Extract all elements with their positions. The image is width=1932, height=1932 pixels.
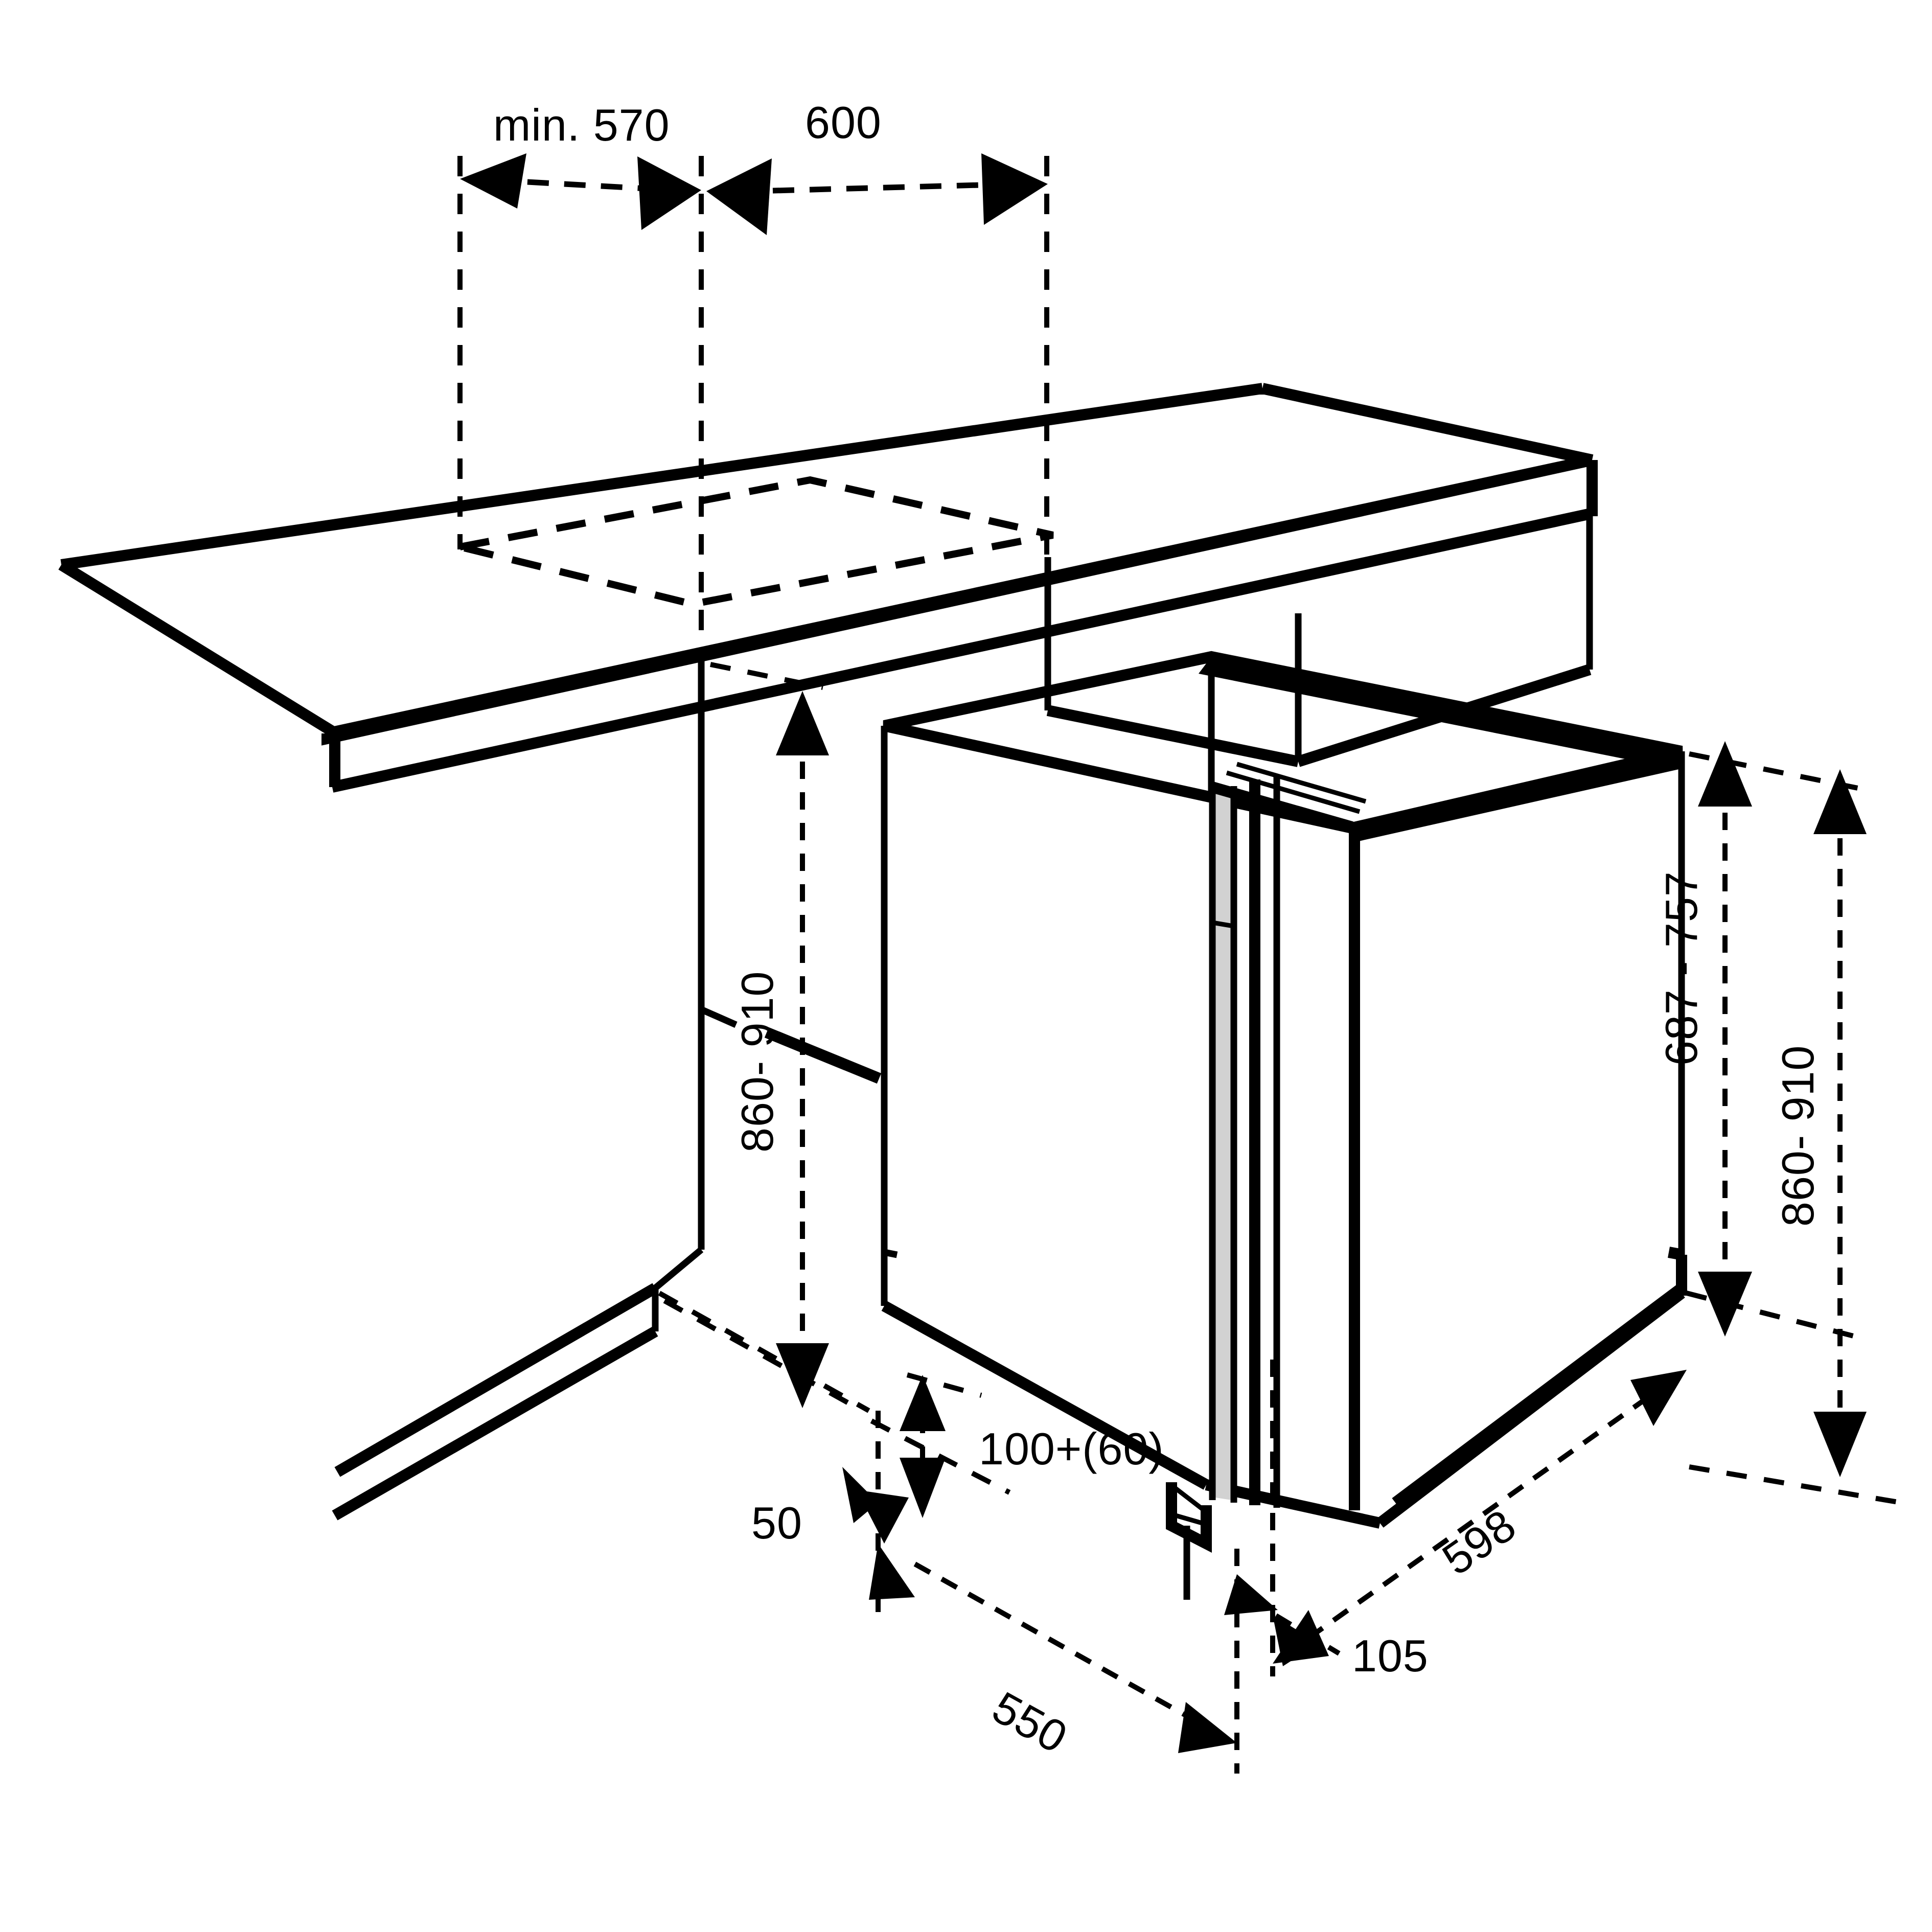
dim-label-50: 50 — [751, 1498, 802, 1548]
door-top-band-c — [1236, 762, 1367, 804]
furniture-door — [1209, 762, 1367, 1508]
worktop-front-face-top — [321, 454, 1594, 746]
arrow-687-up — [1698, 741, 1752, 807]
arrow-105-up — [1224, 1574, 1278, 1615]
door-top-band-a — [1210, 781, 1354, 833]
appliance-bottom-left-slope — [881, 1301, 1209, 1490]
dim-label-plinth: 100+(60) — [979, 1423, 1164, 1474]
appliance-top-rim-front — [1349, 751, 1682, 843]
arrow-600-left — [706, 158, 772, 235]
dim-label-860-910-left: 860- 910 — [732, 971, 783, 1153]
dim-door-projection: 105 — [1224, 1360, 1429, 1681]
arrow-50-down — [857, 1490, 909, 1544]
dim-label-600: 600 — [805, 97, 882, 148]
dim-plinth-height: 100+(60) — [900, 1372, 1164, 1518]
dim-label-860-910-right: 860- 910 — [1773, 1045, 1823, 1227]
dim-line-550 — [913, 1561, 1200, 1725]
arrow-598-right — [1630, 1370, 1687, 1426]
appliance-right-bottom-tick — [1667, 1247, 1684, 1260]
cabinet-side-panel — [332, 659, 882, 1521]
ext-plinth-top — [906, 1372, 982, 1398]
ext-50-upper — [658, 1291, 870, 1413]
dim-front-offset: 50 — [658, 1291, 1011, 1625]
worktop-cutout — [459, 476, 1054, 608]
foot-bracket-diag-a — [1174, 1486, 1204, 1511]
arrow-600-right — [981, 153, 1048, 225]
ext-50-lower — [870, 1418, 1011, 1495]
arrow-plinth-up — [900, 1375, 946, 1431]
dim-label-min570: min. 570 — [493, 100, 670, 150]
worktop-top-back-edge — [60, 383, 1263, 570]
worktop-top-right-edge — [1261, 383, 1594, 466]
arrow-860R-up — [1813, 769, 1867, 834]
appliance-left-notch — [883, 1249, 898, 1258]
arrow-550-left — [869, 1544, 915, 1600]
arrow-min570-left — [460, 153, 526, 209]
dim-worktop-height-right: 860- 910 — [1689, 769, 1902, 1505]
arrow-550-right — [1178, 1702, 1237, 1753]
worktop — [58, 383, 1598, 793]
side-panel-tick-upper — [700, 1006, 738, 1028]
worktop-front-bottom-edge — [331, 508, 1592, 793]
ext-860L-top — [709, 662, 824, 690]
side-panel-shelf-line — [764, 1027, 882, 1084]
door-reveal-gap — [1215, 787, 1232, 1500]
dim-label-105: 105 — [1352, 1630, 1429, 1681]
appliance-top-rim-highlight — [1199, 657, 1682, 767]
dishwasher-body — [881, 651, 1687, 1529]
dim-line-600 — [735, 181, 1018, 195]
side-panel-plinth-bottom — [332, 1326, 658, 1521]
niche-back-floor-left — [1046, 705, 1300, 767]
arrow-min570-right — [637, 156, 701, 230]
arrow-860L-up — [776, 691, 829, 755]
ext-687-top — [1689, 751, 1866, 792]
appliance-base-outer — [1376, 1289, 1685, 1528]
dim-door-panel-height: 687 - 757 — [1656, 741, 1867, 1342]
cutout-outline — [459, 476, 1054, 608]
side-panel-bottom-notch — [653, 1247, 704, 1291]
door-top-band-b — [1226, 770, 1361, 814]
arrow-plinth-down — [900, 1458, 946, 1518]
door-reveal-tick — [1212, 920, 1234, 929]
worktop-left-cut-top — [58, 560, 340, 740]
top-dimension-chain: min. 570 600 — [457, 97, 1049, 664]
foot-bracket-diag-b — [1175, 1513, 1203, 1526]
dim-label-687-757: 687 - 757 — [1656, 871, 1707, 1066]
dim-line-598 — [1307, 1393, 1652, 1641]
arrow-860R-down — [1813, 1412, 1867, 1477]
adjustable-foot — [1166, 1482, 1212, 1600]
arrow-105-down — [1273, 1615, 1319, 1666]
ext-687-bottom — [1686, 1291, 1867, 1342]
side-panel-plinth-top — [334, 1283, 658, 1477]
